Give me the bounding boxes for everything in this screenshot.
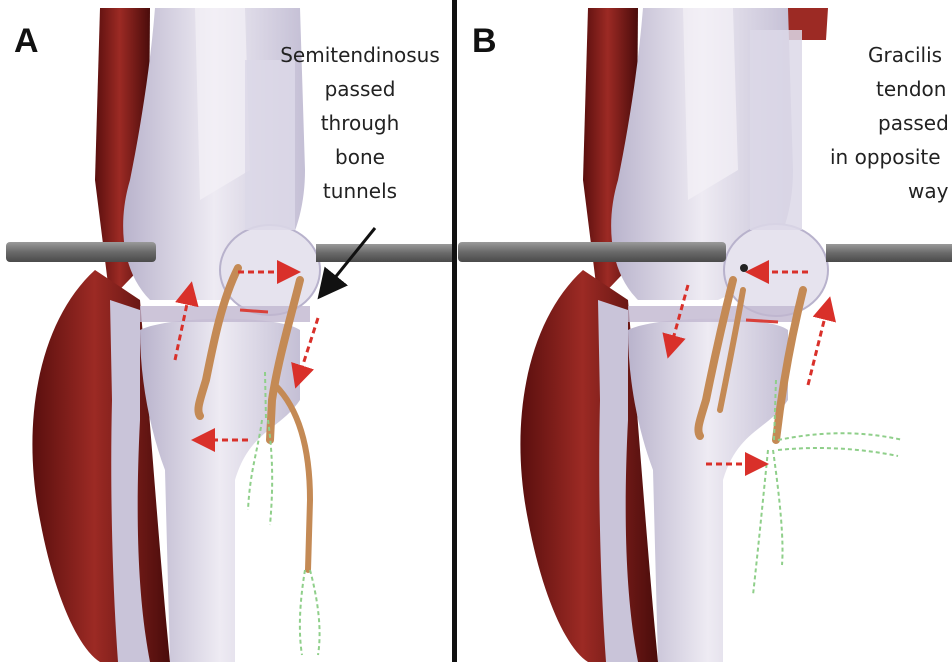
tunnel-entry: [740, 264, 748, 272]
femur-shaft-light: [195, 8, 250, 200]
panel-a: A Semitendinosus passed through bone tun…: [0, 0, 452, 662]
steel-rod: [458, 242, 726, 262]
panel-b: B Gracilis tendon passed in opposite way: [458, 0, 952, 662]
caption-a-line: bone: [270, 140, 450, 174]
panel-letter-a: A: [14, 24, 39, 58]
steel-rod-right: [826, 244, 952, 262]
ligament-red: [240, 310, 268, 312]
ligament-red: [746, 320, 778, 322]
caption-a-line: through: [270, 106, 450, 140]
caption-b-line: Gracilis: [830, 38, 952, 72]
steel-rod-right: [316, 244, 452, 262]
meniscus-band: [628, 306, 798, 322]
caption-a-line: Semitendinosus: [270, 38, 450, 72]
femur-shaft-light: [683, 8, 738, 200]
caption-a-line: passed: [270, 72, 450, 106]
direction-arrow-3: [808, 305, 828, 385]
direction-arrow-3: [298, 318, 318, 380]
panel-divider: [452, 0, 457, 662]
caption-a: Semitendinosus passed through bone tunne…: [270, 38, 450, 208]
steel-rod: [6, 242, 156, 262]
caption-b: Gracilis tendon passed in opposite way: [830, 38, 952, 208]
caption-a-line: tunnels: [270, 174, 450, 208]
caption-b-line: way: [830, 174, 952, 208]
quadriceps-tendon: [750, 30, 802, 230]
panel-letter-b: B: [472, 24, 497, 58]
caption-b-line: passed: [830, 106, 952, 140]
caption-b-line: tendon: [830, 72, 952, 106]
caption-b-line: in opposite: [830, 140, 952, 174]
